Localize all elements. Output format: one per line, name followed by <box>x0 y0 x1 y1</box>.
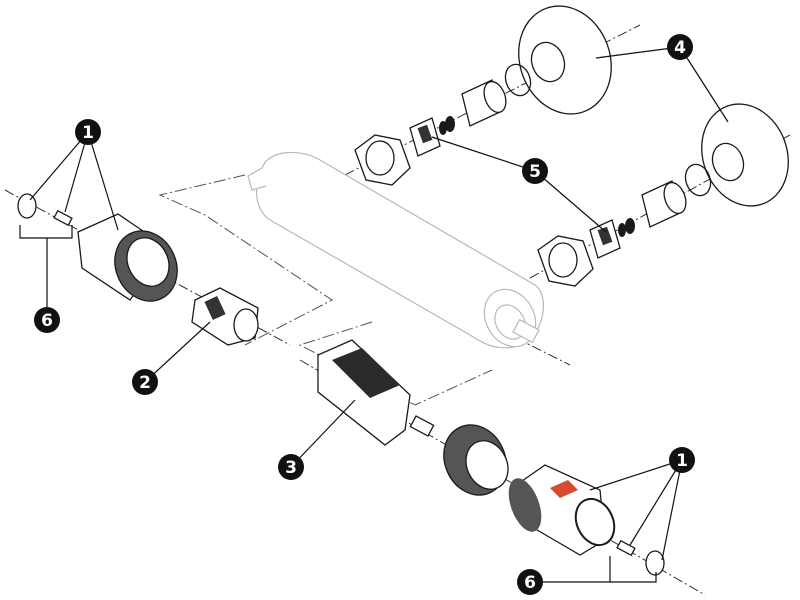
callout-6-bottom-label: 6 <box>524 573 536 593</box>
seal-lower-a <box>625 218 635 234</box>
callout-6-left: 6 <box>34 307 60 333</box>
callout-2-label: 2 <box>139 373 151 393</box>
escutcheon-lower-hole <box>711 142 745 182</box>
leader-1a-clip <box>29 131 89 201</box>
callout-1-top: 1 <box>75 119 101 145</box>
leader-4-upper <box>595 46 681 59</box>
body-left-stub <box>247 167 267 191</box>
upper-outlet-assembly <box>354 5 612 186</box>
screw-left <box>53 209 73 227</box>
cartridge-left-grip <box>204 295 226 321</box>
oring-lower <box>684 163 712 197</box>
callout-6-left-label: 6 <box>41 311 53 331</box>
leader-1a-screw <box>64 131 89 213</box>
frame-left <box>158 174 333 346</box>
leader-1b-knob <box>589 459 683 491</box>
callout-3: 3 <box>278 454 304 480</box>
fitting-lower-face <box>663 181 687 215</box>
stop-ring-face <box>465 440 509 490</box>
body-spindle <box>512 318 540 344</box>
seal-upper-b <box>439 121 447 135</box>
leader-5-upper <box>431 136 536 172</box>
callout-5: 5 <box>522 158 548 184</box>
oring-upper <box>504 63 532 97</box>
leader-1a-knob <box>87 131 119 231</box>
knob-right-band <box>508 478 542 532</box>
callout-1-top-label: 1 <box>82 123 94 143</box>
lower-knob-assembly <box>317 339 665 576</box>
callout-4: 4 <box>667 34 693 60</box>
hex-nut-lower-bore <box>548 242 578 278</box>
leader-1b-clip <box>661 459 683 561</box>
temperature-indicator-red <box>550 480 578 498</box>
escutcheon-upper <box>518 5 612 115</box>
callout-2: 2 <box>132 369 158 395</box>
retaining-clip-left <box>17 193 37 219</box>
bracket-6-left <box>19 225 73 239</box>
leader-3 <box>290 399 356 468</box>
callout-1-bottom-label: 1 <box>676 451 688 471</box>
lower-outlet-assembly <box>537 103 789 287</box>
cartridge-left-tip <box>233 308 259 342</box>
check-valve-lower-core <box>597 226 613 246</box>
hex-nut-upper-bore <box>365 140 395 176</box>
left-knob-assembly <box>17 193 259 346</box>
escutcheon-upper-hole <box>530 41 566 83</box>
leader-4-lower <box>679 46 729 123</box>
knob-right-face <box>574 497 616 547</box>
callout-4-label: 4 <box>674 38 686 58</box>
cartridge-lower-spindle <box>409 415 435 437</box>
check-valve-upper-core <box>417 124 433 144</box>
knob-left-face <box>126 237 170 287</box>
leader-1b-screw <box>629 459 683 546</box>
fitting-upper-face <box>483 80 507 114</box>
callout-3-label: 3 <box>285 458 297 478</box>
mixer-body-ghost <box>247 151 544 349</box>
screw-right <box>616 539 636 557</box>
callout-1-bottom: 1 <box>669 447 695 473</box>
seal-upper-a <box>445 116 455 132</box>
callout-5-label: 5 <box>529 162 541 182</box>
callout-6-bottom: 6 <box>517 569 543 595</box>
leader-2 <box>144 321 211 383</box>
bracket-6-bottom <box>609 556 657 583</box>
leader-5-lower <box>534 170 607 233</box>
retaining-clip-right <box>645 550 665 576</box>
escutcheon-lower <box>701 103 789 207</box>
cartridge-lower-thread <box>332 348 400 398</box>
seal-lower-b <box>618 223 626 237</box>
leader-lines <box>19 46 729 583</box>
